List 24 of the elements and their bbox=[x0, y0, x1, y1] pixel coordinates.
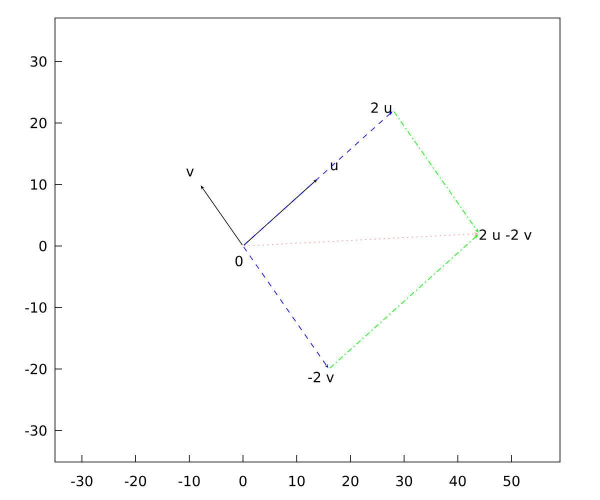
tick-label: 10 bbox=[289, 476, 305, 486]
point-label: 0 bbox=[235, 256, 243, 266]
tick-label: -30 bbox=[71, 476, 92, 486]
tick-label: -20 bbox=[124, 476, 146, 486]
point-label: -2 v bbox=[308, 372, 334, 382]
tick-label: -20 bbox=[25, 364, 46, 374]
tick-label: 0 bbox=[239, 476, 247, 486]
point-label: 2 u -2 v bbox=[480, 229, 532, 240]
tick-label: 30 bbox=[30, 56, 46, 67]
tick-label: 40 bbox=[450, 476, 466, 486]
tick-label: -10 bbox=[178, 476, 200, 486]
tick-label: 30 bbox=[396, 476, 412, 486]
point-label: u bbox=[330, 162, 338, 170]
tick-label: -30 bbox=[25, 425, 46, 436]
tick-label: 20 bbox=[30, 118, 46, 128]
tick-label: 10 bbox=[31, 179, 46, 190]
arrow bbox=[329, 234, 478, 369]
tick-label: -10 bbox=[25, 302, 46, 313]
point-label: v bbox=[186, 168, 194, 176]
tick-label: 50 bbox=[504, 476, 520, 486]
tick-label: 20 bbox=[342, 476, 358, 486]
tick-label: 0 bbox=[39, 240, 46, 252]
point-label: 2 u bbox=[371, 102, 392, 113]
arrow bbox=[244, 112, 392, 246]
